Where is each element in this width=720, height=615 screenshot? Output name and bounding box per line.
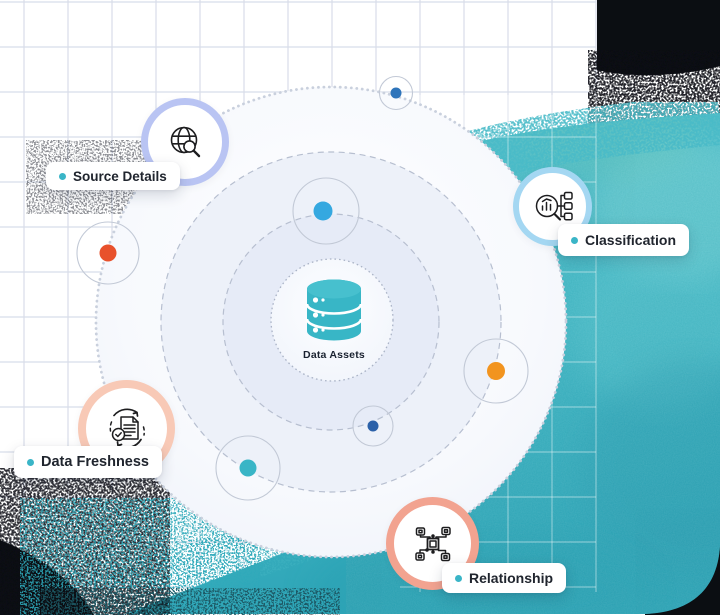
label-text: Source Details [73,168,167,184]
satellite-ring-teal [215,435,281,501]
label-text: Data Freshness [41,454,149,470]
satellite-dot-sky [313,201,333,221]
database-icon [305,279,363,341]
bullet-dot [59,172,66,180]
label-pill-data-freshness: Data Freshness [14,446,162,478]
globe-search-icon [170,126,201,158]
chart-magnifier-classify-icon [535,191,573,221]
satellite-dot-teal [239,459,257,477]
satellite-ring-sky [292,177,360,245]
satellite-ring-navy [352,405,394,447]
bullet-dot [455,574,462,582]
satellite-dot-orange [99,244,117,262]
label-pill-classification: Classification [558,224,690,256]
satellite-dot-navy [367,420,379,432]
label-pill-relationship: Relationship [442,563,567,593]
document-refresh-icon [109,408,145,449]
satellite-ring-amber [463,338,529,404]
label-text: Relationship [469,570,554,586]
satellite-ring-orange [76,221,140,285]
label-text: Classification [585,232,677,248]
bullet-dot [27,458,34,466]
satellite-dot-amber [487,362,505,380]
center-asset-card: Data Assets [284,278,384,361]
satellite-dot-blue-top [390,87,402,99]
bullet-dot [571,236,578,244]
network-nodes-icon [414,526,451,561]
satellite-ring-blue-top [378,75,414,111]
center-label: Data Assets [303,349,365,361]
label-pill-source-details: Source Details [46,162,180,190]
